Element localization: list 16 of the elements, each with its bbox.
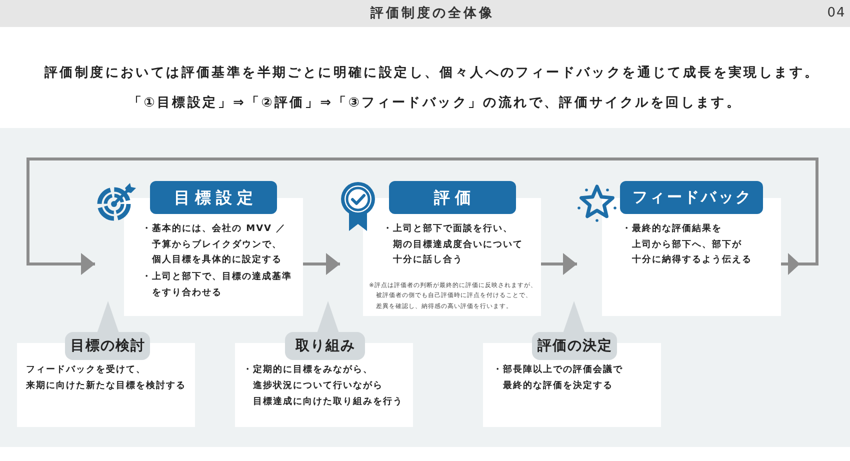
- bullet-text: ・基本的には、会社の MVV ／予算からブレイクダウンで、個人目標を具体的に設定する: [142, 222, 286, 267]
- step-heading: フィードバック: [620, 181, 763, 214]
- bullet-text: ・定期的に目標をみながら、進捗状況について行いながら目標達成に向けた取り組みを行う: [243, 363, 403, 409]
- bullet-text: ・最終的な評価結果を上司から部下へ、部下が十分に納得するよう伝える: [622, 222, 752, 267]
- lead-text: 「①目標設定」⇒「②評価」⇒「③フィードバック」の流れで、評価サイクルを回します。: [128, 94, 742, 112]
- page-title: 評価制度の全体像: [369, 6, 494, 22]
- step-heading: 目標設定: [150, 181, 277, 214]
- lead-text: 評価制度においては評価基準を半期ごとに明確に設定し、個々人へのフィードバックを通じて成長を実現します。: [43, 64, 820, 82]
- bullet-text: ・上司と部下で面談を行い、期の目標達成度合いについて十分に話し合う: [383, 222, 523, 267]
- arrow: [541, 253, 577, 275]
- arrow: [303, 253, 340, 275]
- description-text: フィードバックを受けて、来期に向けた新たな目標を検討する: [26, 363, 186, 393]
- bullet-text: ・部長陣以上での評価会議で最終的な評価を決定する: [493, 363, 623, 393]
- bullet-text: ・上司と部下で、目標の達成基準をすり合わせる: [142, 270, 292, 300]
- page-number: 04: [826, 4, 846, 22]
- step-heading: 評価: [389, 181, 516, 214]
